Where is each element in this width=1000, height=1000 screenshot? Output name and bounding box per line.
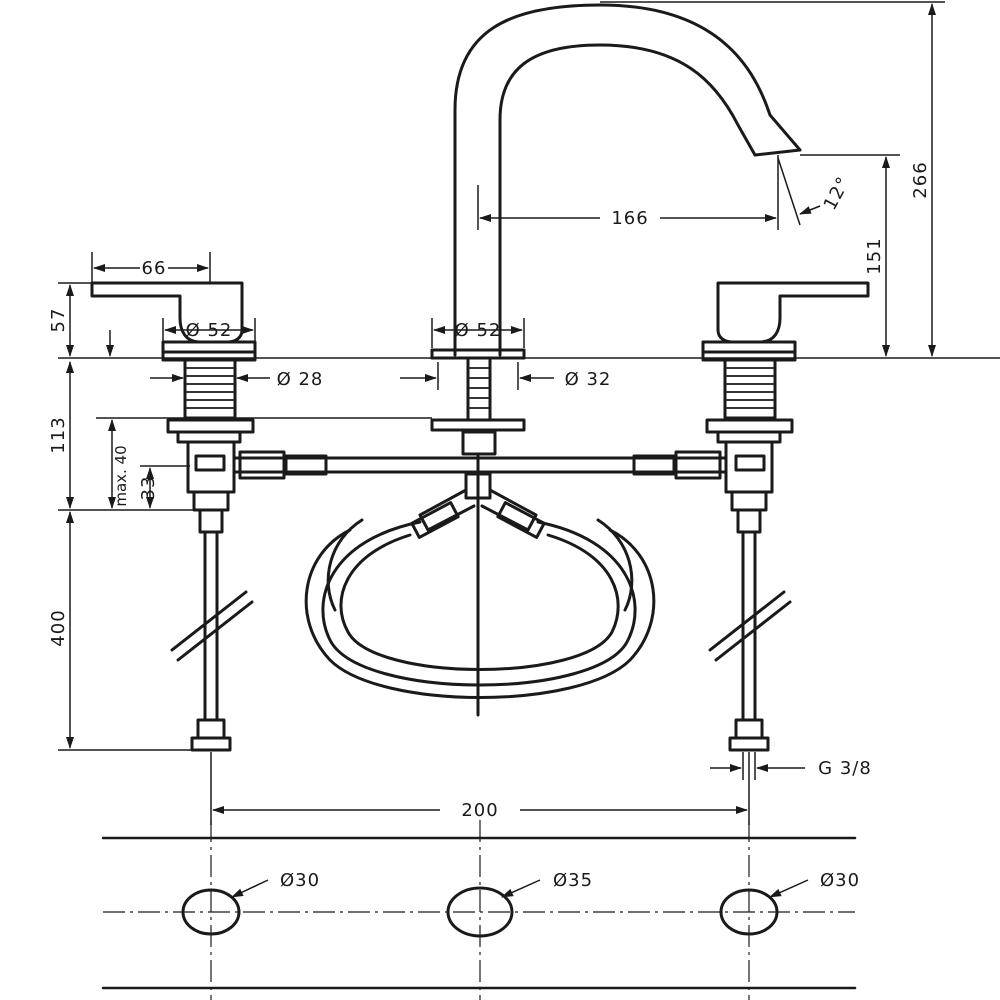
- dim-spout-outlet-height: 151: [864, 237, 885, 274]
- hole-center: [446, 886, 514, 938]
- dim-total-height: 266: [910, 161, 931, 198]
- dimension-lines: [58, 1, 1000, 825]
- dim-handle-base-diameter: Ø 52: [186, 320, 233, 341]
- dim-shank-left-diameter: Ø 28: [277, 369, 324, 390]
- dim-handle-width: 66: [142, 258, 167, 279]
- dim-spout-reach: 166: [611, 208, 648, 229]
- dim-spray-angle: 12°: [820, 173, 855, 214]
- connecting-hose: [232, 450, 728, 699]
- left-handle-valve: [90, 281, 257, 752]
- mounting-deck: [101, 820, 857, 1000]
- dim-connection-thread: G 3/8: [818, 758, 872, 779]
- dim-handle-spacing: 200: [461, 800, 498, 821]
- dim-spout-base-diameter: Ø 52: [455, 320, 502, 341]
- dim-handle-height: 57: [48, 308, 69, 333]
- dim-hole-center: Ø35: [553, 870, 593, 891]
- dim-max-deck-thickness: max. 40: [112, 445, 130, 506]
- dim-shank-center-diameter: Ø 32: [565, 369, 612, 390]
- hole-left: [181, 888, 241, 936]
- right-handle-valve: [701, 281, 870, 752]
- dim-supply-hose-length: 400: [48, 609, 69, 646]
- dimension-labels: 66 57 Ø 52 Ø 52 Ø 28 Ø 32 166 12° 151 26…: [48, 161, 931, 891]
- spout: [430, 3, 802, 717]
- hole-right: [719, 888, 779, 936]
- dim-hole-left: Ø30: [280, 870, 320, 891]
- dim-hole-right: Ø30: [820, 870, 860, 891]
- dim-valve-body-height: 33: [138, 476, 159, 501]
- dim-shank-length: 113: [48, 416, 69, 453]
